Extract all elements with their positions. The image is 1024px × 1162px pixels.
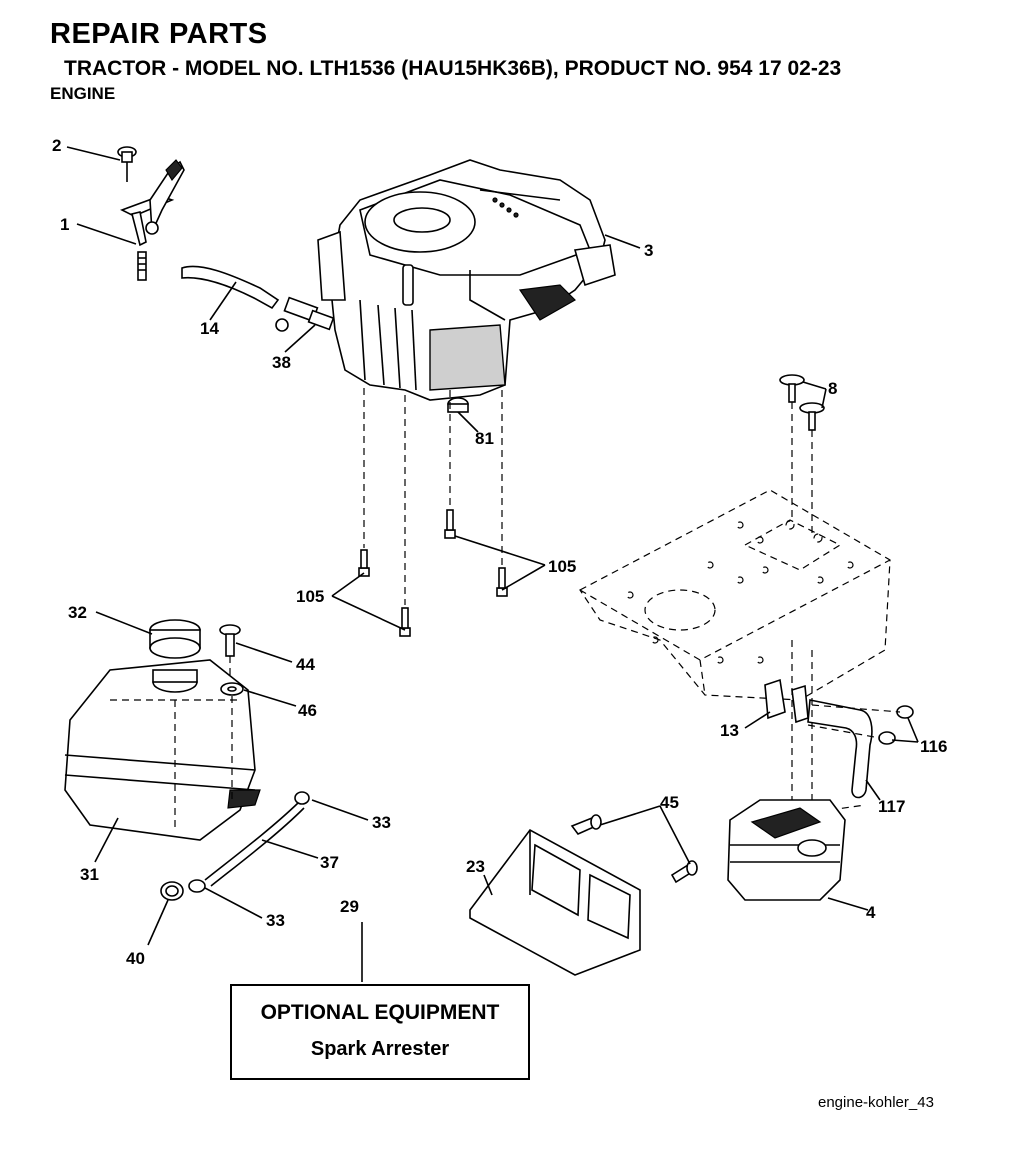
- image-code: engine-kohler_43: [818, 1094, 934, 1111]
- callout-2: 2: [52, 136, 61, 155]
- tractor-frame-part: [579, 489, 891, 701]
- callout-3: 3: [644, 241, 653, 260]
- bolt-105-part: [358, 509, 508, 637]
- fuel-cap-part: [149, 619, 201, 659]
- callout-31: 31: [80, 865, 99, 884]
- muffler-part: [727, 799, 846, 901]
- callout-4: 4: [866, 903, 876, 922]
- callout-33a: 33: [372, 813, 391, 832]
- tank-bushing-part: [160, 881, 184, 901]
- callout-32: 32: [68, 603, 87, 622]
- callout-46: 46: [298, 701, 317, 720]
- callout-40: 40: [126, 949, 145, 968]
- engine-part: [317, 159, 616, 401]
- exhaust-pipe-part: [807, 699, 873, 799]
- callout-81: 81: [475, 429, 494, 448]
- callout-116: 116: [920, 737, 947, 756]
- spark-arrester-screw-part: [570, 814, 698, 884]
- callout-117: 117: [878, 797, 905, 816]
- callout-8: 8: [828, 379, 837, 398]
- callout-13: 13: [720, 721, 739, 740]
- optional-equipment-title: OPTIONAL EQUIPMENT: [260, 1001, 500, 1024]
- callout-45: 45: [660, 793, 679, 812]
- callout-1: 1: [60, 215, 69, 234]
- tank-screw-part: [219, 624, 241, 657]
- fuel-line-part: [181, 265, 280, 310]
- leader-lines: [66, 146, 919, 982]
- bolt-8-part: [779, 374, 825, 431]
- callout-105b: 105: [296, 587, 324, 606]
- fuel-filter-part: [275, 296, 335, 332]
- section-name: ENGINE: [50, 84, 116, 103]
- throttle-screw-part: [117, 146, 137, 182]
- callout-29: 29: [340, 897, 359, 916]
- fuel-tank-part: [64, 659, 261, 841]
- callout-37: 37: [320, 853, 339, 872]
- spark-arrester-shield-part: [469, 828, 641, 976]
- nut-81-part: [447, 397, 469, 413]
- throttle-control-part: [119, 159, 185, 281]
- hose-clamp-part: [188, 791, 310, 893]
- fuel-hose-part: [204, 802, 305, 887]
- callout-105a: 105: [548, 557, 576, 576]
- page-title: REPAIR PARTS: [50, 18, 268, 50]
- callout-44: 44: [296, 655, 315, 674]
- optional-equipment-item: Spark Arrester: [310, 1038, 450, 1060]
- exhaust-gasket-part: [764, 678, 809, 724]
- callout-33b: 33: [266, 911, 285, 930]
- tank-washer-part: [220, 682, 244, 696]
- optional-equipment-box: OPTIONAL EQUIPMENT Spark Arrester: [230, 984, 530, 1080]
- model-subtitle: TRACTOR - MODEL NO. LTH1536 (HAU15HK36B)…: [64, 57, 842, 80]
- callout-23: 23: [466, 857, 485, 876]
- callout-14: 14: [200, 319, 219, 338]
- callout-38: 38: [272, 353, 291, 372]
